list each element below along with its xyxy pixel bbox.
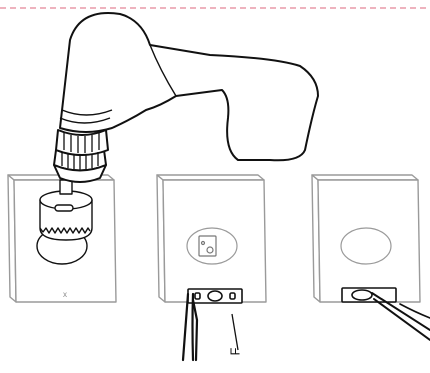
cordless-drill-icon xyxy=(54,13,318,182)
pliers-icon xyxy=(183,294,197,360)
face-plate-icon xyxy=(199,236,216,256)
electrical-box-icon xyxy=(312,175,420,302)
face-plate-icon xyxy=(188,289,242,303)
callout-label-f: F xyxy=(227,348,242,356)
step-fasten-plate xyxy=(312,175,430,340)
step-insert-plate xyxy=(157,175,266,360)
face-plate-icon xyxy=(342,288,396,302)
callout-leader xyxy=(232,314,238,350)
small-mark: x xyxy=(63,290,67,299)
